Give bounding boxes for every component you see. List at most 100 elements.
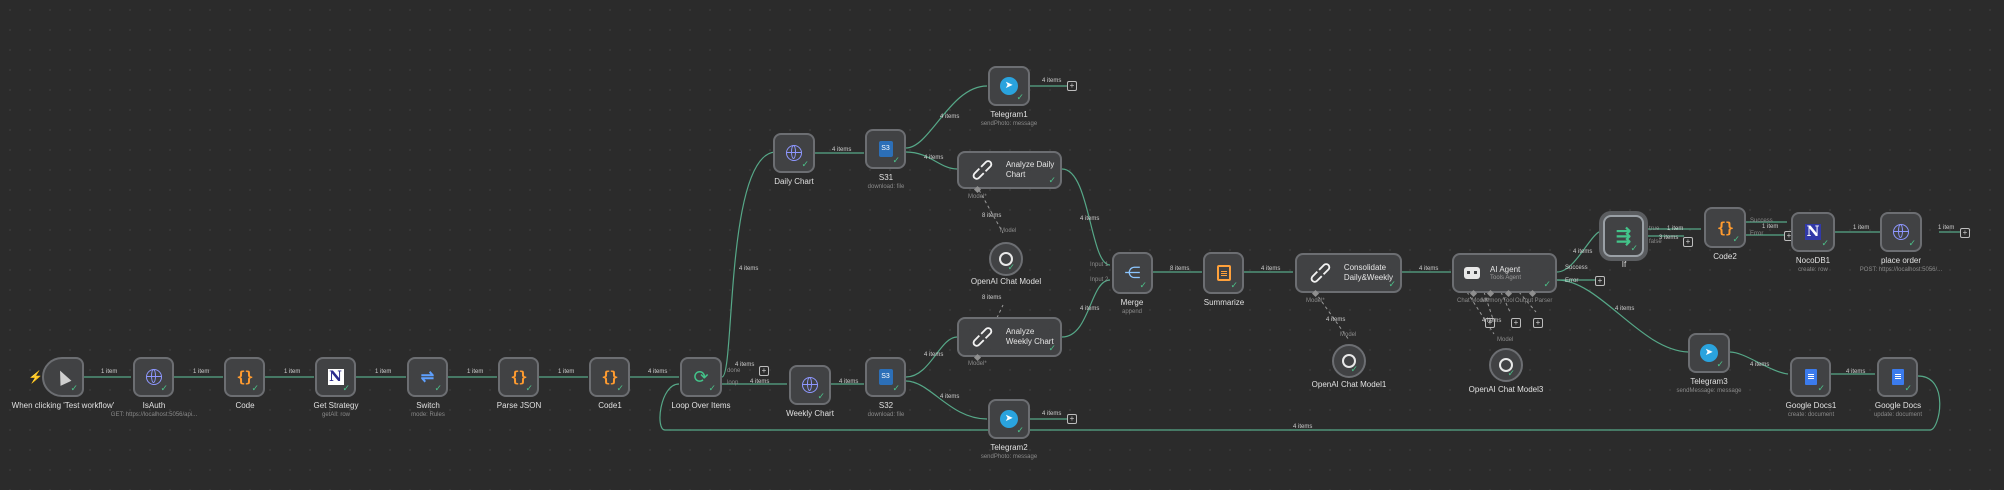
port-label-chat-model: Chat Model* [1457, 298, 1491, 304]
success-check-icon: ✓ [1230, 280, 1238, 290]
node-isauth[interactable]: ✓ [133, 357, 174, 397]
node-switch[interactable]: ⇌ ✓ [407, 357, 448, 397]
add-node-plus-icon[interactable]: + [1960, 228, 1970, 238]
node-label: OpenAI Chat Model [970, 277, 1042, 286]
chain-link-icon: ⊂⊃ [967, 321, 999, 353]
success-check-icon: ✓ [1388, 279, 1396, 289]
port-label-output-parser: Output Parser [1515, 298, 1553, 304]
chain-link-icon: ⊂⊃ [1305, 257, 1337, 289]
node-analyze-weekly-chart[interactable]: ⊂⊃ Analyze Weekly Chart ✓ [957, 317, 1062, 357]
node-get-strategy[interactable]: N ✓ [315, 357, 356, 397]
code-icon: {} [510, 368, 527, 386]
node-label: OpenAI Chat Model1 [1311, 380, 1387, 389]
node-nocodb1[interactable]: N ✓ [1791, 212, 1835, 252]
node-code[interactable]: {} ✓ [224, 357, 265, 397]
telegram-icon: ➤ [1000, 77, 1018, 95]
node-merge[interactable]: ⋲ ✓ [1112, 252, 1153, 294]
node-openai-chat-model3[interactable]: ✓ [1489, 348, 1523, 382]
node-analyze-daily-chart[interactable]: ⊂⊃ Analyze Daily Chart ✓ [957, 151, 1062, 189]
node-openai-chat-model[interactable]: ✓ [989, 242, 1023, 276]
node-telegram2[interactable]: ➤ ✓ [988, 399, 1030, 439]
success-check-icon: ✓ [616, 383, 624, 393]
aws-s3-icon: S3 [878, 141, 893, 157]
globe-icon [145, 369, 162, 385]
port-label-memory: Memory [1481, 298, 1503, 304]
node-s31[interactable]: S3 ✓ [865, 129, 906, 169]
add-node-plus-icon[interactable]: + [1067, 414, 1077, 424]
node-telegram1[interactable]: ➤ ✓ [988, 66, 1030, 106]
success-check-icon: ✓ [892, 155, 900, 165]
node-summarize[interactable]: ✓ [1203, 252, 1244, 294]
node-code1[interactable]: {} ✓ [589, 357, 630, 397]
node-label: Consolidate Daily&Weekly [1343, 263, 1394, 282]
nocodb-icon: N [1805, 224, 1821, 240]
google-docs-icon [1804, 369, 1817, 385]
node-label: Telegram1 [990, 110, 1028, 119]
node-subtitle: POST: https://localhost:5056/... [1859, 267, 1943, 273]
edge-item-count: 8 items [982, 295, 1002, 301]
chain-link-icon: ⊂⊃ [967, 154, 999, 186]
node-label: Telegram2 [990, 443, 1028, 452]
code-icon: {} [601, 368, 618, 386]
node-ai-agent[interactable]: AI Agent Tools Agent ✓ [1452, 253, 1557, 293]
success-check-icon: ✓ [1350, 364, 1358, 374]
cursor-icon [54, 368, 72, 386]
add-parser-plus-icon[interactable]: + [1533, 318, 1543, 328]
node-label: AI Agent [1490, 265, 1521, 274]
port-label-error: Error [1565, 278, 1579, 284]
edge-item-count: 1 item [193, 369, 210, 375]
node-subtitle: getAll: row [321, 412, 350, 418]
port-label-input2: Input 2 [1090, 277, 1109, 283]
add-node-plus-icon[interactable]: + [1067, 81, 1077, 91]
node-label: Get Strategy [313, 401, 359, 410]
edge-item-count: 4 items [940, 394, 960, 400]
success-check-icon: ✓ [801, 159, 809, 169]
node-telegram3[interactable]: ➤ ✓ [1688, 333, 1730, 373]
node-place-order[interactable]: ✓ [1880, 212, 1922, 252]
success-check-icon: ✓ [70, 383, 78, 393]
add-node-plus-icon[interactable]: + [1595, 276, 1605, 286]
node-subtitle: create: row [1798, 267, 1828, 273]
node-daily-chart[interactable]: ✓ [773, 133, 815, 173]
port-label-success: Success [1565, 265, 1588, 271]
node-manual-trigger[interactable]: ✓ [42, 357, 84, 397]
edge-item-count: 1 item [101, 369, 118, 375]
add-node-plus-icon[interactable]: + [759, 366, 769, 376]
node-label: Parse JSON [496, 401, 542, 410]
globe-icon [1893, 224, 1909, 240]
node-consolidate[interactable]: ⊂⊃ Consolidate Daily&Weekly ✓ [1295, 253, 1402, 293]
node-subtitle: sendPhoto: message [980, 454, 1038, 460]
success-check-icon: ✓ [892, 383, 900, 393]
openai-icon [1342, 354, 1356, 368]
edge-item-count: 4 items [1080, 216, 1100, 222]
node-label: Analyze Daily Chart [1005, 160, 1055, 179]
success-check-icon: ✓ [1821, 238, 1829, 248]
node-if[interactable]: ⇶ ✓ [1603, 215, 1644, 257]
add-node-plus-icon[interactable]: + [1683, 237, 1693, 247]
node-subtitle: Tools Agent [1490, 275, 1522, 281]
success-check-icon: ✓ [708, 383, 716, 393]
loop-icon: ⟳ [693, 366, 709, 387]
node-google-docs[interactable]: ✓ [1877, 357, 1918, 397]
edge-item-count: 4 items [1261, 266, 1281, 272]
edge-item-count: 1 item [1938, 225, 1955, 231]
merge-icon: ⋲ [1124, 265, 1141, 282]
node-openai-chat-model1[interactable]: ✓ [1332, 344, 1366, 378]
port-label-true: true [1649, 226, 1660, 232]
node-google-docs1[interactable]: ✓ [1790, 357, 1831, 397]
node-code2[interactable]: {} ✓ [1704, 207, 1746, 248]
add-memory-plus-icon[interactable]: + [1485, 318, 1495, 328]
port-label-input1: Input 1 [1090, 262, 1109, 268]
node-loop-over-items[interactable]: ⟳ ✓ [680, 357, 722, 397]
success-check-icon: ✓ [1007, 262, 1015, 272]
node-parse-json[interactable]: {} ✓ [498, 357, 539, 397]
success-check-icon: ✓ [525, 383, 533, 393]
node-weekly-chart[interactable]: ✓ [789, 365, 831, 405]
node-label: Switch [416, 401, 440, 410]
node-label: OpenAI Chat Model3 [1468, 385, 1544, 394]
globe-icon [786, 145, 802, 161]
node-label: Daily Chart [774, 177, 814, 186]
add-tool-plus-icon[interactable]: + [1511, 318, 1521, 328]
node-s32[interactable]: S3 ✓ [865, 357, 906, 397]
